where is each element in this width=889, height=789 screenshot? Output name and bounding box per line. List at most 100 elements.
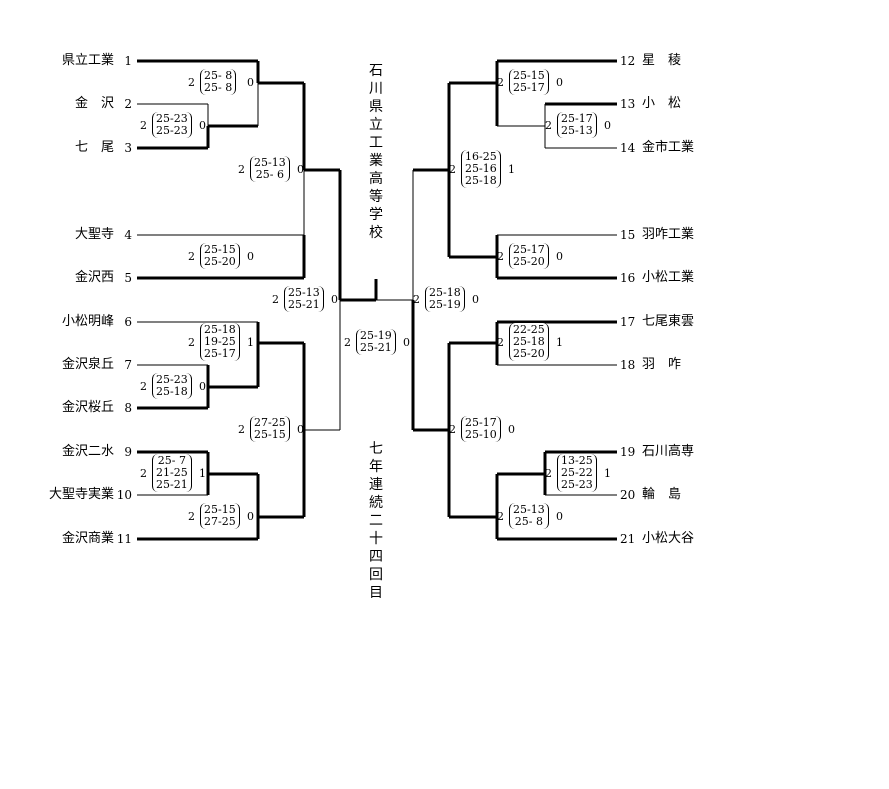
team-name-left: 金沢西	[74, 270, 114, 285]
set-score: 16-25	[465, 150, 497, 163]
subtitle-char: 七	[369, 441, 383, 457]
team-number-left: 5	[124, 271, 132, 285]
set-score: 25-15	[513, 69, 545, 82]
sets-won-winner: 2	[140, 380, 147, 393]
team-number-left: 10	[116, 488, 132, 502]
team-number-right: 14	[620, 141, 636, 155]
subtitle-char: 目	[369, 585, 383, 601]
set-score: 25-17	[204, 347, 236, 360]
title-char: 校	[369, 225, 383, 241]
set-score: 25-20	[513, 255, 545, 268]
team-name-right: 羽咋工業	[642, 227, 695, 242]
sets-won-winner: 2	[188, 336, 195, 349]
set-score: 25-18	[429, 286, 461, 299]
set-score: 25-22	[561, 466, 593, 479]
set-score: 27-25	[204, 515, 236, 528]
team-name-left: 金沢商業	[61, 531, 114, 546]
team-name-right: 輪 島	[642, 487, 682, 502]
set-score: 25-10	[465, 428, 497, 441]
team-name-right: 七尾東雲	[642, 314, 695, 329]
team-name-left: 金沢二水	[61, 444, 114, 459]
sets-won-winner: 2	[272, 293, 279, 306]
title-char: 立	[369, 117, 383, 133]
set-score: 25-21	[156, 478, 188, 491]
set-score: 25-17	[561, 112, 593, 125]
set-score: 25- 8	[514, 515, 543, 528]
set-score: 25-21	[360, 341, 392, 354]
sets-won-winner: 2	[344, 336, 351, 349]
team-number-right: 15	[620, 228, 636, 242]
team-number-left: 7	[124, 358, 132, 372]
set-score: 25-17	[513, 81, 545, 94]
sets-won-winner: 2	[238, 163, 245, 176]
set-score: 25-16	[465, 162, 497, 175]
sets-won-winner: 2	[497, 76, 504, 89]
set-score: 25-13	[561, 124, 593, 137]
sets-won-loser: 1	[604, 467, 611, 480]
sets-won-loser: 0	[403, 336, 410, 349]
set-score: 25-17	[513, 243, 545, 256]
title-char: 業	[369, 153, 383, 169]
title-char: 川	[369, 81, 383, 97]
team-number-left: 3	[124, 141, 132, 155]
sets-won-winner: 2	[545, 119, 552, 132]
team-name-left: 大聖寺	[74, 227, 114, 242]
team-name-left: 金沢泉丘	[61, 357, 114, 372]
set-score: 27-25	[254, 416, 286, 429]
sets-won-winner: 2	[497, 250, 504, 263]
sets-won-winner: 2	[188, 76, 195, 89]
sets-won-winner: 2	[188, 510, 195, 523]
team-number-left: 4	[124, 228, 132, 242]
sets-won-loser: 0	[247, 76, 254, 89]
set-score: 25-13	[288, 286, 320, 299]
set-score: 25-21	[288, 298, 320, 311]
sets-won-winner: 2	[545, 467, 552, 480]
subtitle-char: 二	[369, 513, 383, 529]
team-name-right: 石川高専	[642, 444, 695, 459]
team-number-right: 12	[620, 54, 636, 68]
set-score: 25-17	[465, 416, 497, 429]
team-number-left: 11	[116, 532, 132, 546]
team-name-left: 七 尾	[74, 140, 114, 155]
set-score: 25-18	[204, 323, 236, 336]
team-number-right: 13	[620, 97, 636, 111]
set-score: 25-18	[465, 174, 497, 187]
set-score: 25-20	[204, 255, 236, 268]
subtitle-vertical: 七年連続二十四回目	[367, 440, 385, 602]
team-name-right: 星 稜	[642, 53, 682, 68]
title-char: 県	[369, 99, 383, 115]
subtitle-char: 四	[369, 549, 383, 565]
sets-won-loser: 0	[472, 293, 479, 306]
set-score: 25-13	[254, 156, 286, 169]
team-name-left: 金 沢	[74, 96, 114, 111]
team-name-right: 小松大谷	[642, 531, 695, 546]
team-name-left: 県立工業	[61, 53, 114, 68]
set-score: 25- 7	[157, 454, 186, 467]
title-char: 学	[369, 207, 383, 223]
team-name-left: 小松明峰	[61, 314, 114, 329]
team-number-left: 9	[124, 445, 132, 459]
sets-won-loser: 0	[247, 510, 254, 523]
sets-won-loser: 0	[508, 423, 515, 436]
team-number-left: 1	[124, 54, 132, 68]
sets-won-winner: 2	[188, 250, 195, 263]
sets-won-winner: 2	[497, 510, 504, 523]
set-score: 25-23	[156, 112, 188, 125]
set-score: 25-15	[204, 503, 236, 516]
set-score: 25-23	[156, 373, 188, 386]
